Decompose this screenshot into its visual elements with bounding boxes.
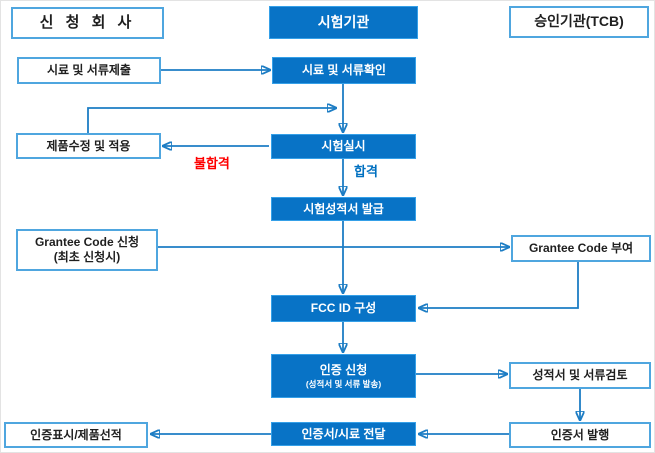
node-run-test-label: 시험실시 [321, 139, 366, 153]
node-cert-apply: 인증 신청 (성적서 및 서류 발송) [271, 354, 416, 398]
node-report-doc-review: 성적서 및 서류검토 [509, 362, 651, 389]
node-cert-sample-delivery-label: 인증서/시료 전달 [301, 426, 386, 441]
node-grantee-code-grant: Grantee Code 부여 [511, 235, 651, 262]
header-applicant-company-label: 신 청 회 사 [39, 13, 136, 31]
edge-modify-rejoin-flow [87, 108, 337, 133]
header-test-lab: 시험기관 [269, 6, 418, 39]
header-test-lab-label: 시험기관 [317, 13, 370, 30]
node-cert-apply-line2: (성적서 및 서류 발송) [305, 378, 382, 389]
node-cert-sample-delivery: 인증서/시료 전달 [271, 422, 416, 446]
edge-grantee-grant-to-fccid [418, 262, 579, 308]
node-cert-apply-line1: 인증 신청 [319, 362, 368, 377]
node-cert-mark-shipping-label: 인증표시/제품선적 [30, 427, 122, 442]
label-pass: 합격 [354, 164, 378, 179]
node-confirm-sample-docs-label: 시료 및 서류확인 [302, 63, 386, 77]
node-confirm-sample-docs: 시료 및 서류확인 [272, 57, 416, 84]
label-fail: 불합격 [194, 156, 230, 171]
node-modify-product: 제품수정 및 적용 [16, 133, 161, 159]
node-fcc-id-compose: FCC ID 구성 [271, 295, 416, 322]
node-grantee-code-request-line2: (최초 신청시) [53, 250, 121, 264]
node-submit-sample-docs: 시료 및 서류제출 [17, 57, 161, 84]
node-fcc-id-compose-label: FCC ID 구성 [310, 301, 377, 315]
node-issue-test-report: 시험성적서 발급 [271, 197, 416, 221]
node-cert-issue-label: 인증서 발행 [550, 427, 610, 442]
header-applicant-company: 신 청 회 사 [11, 7, 164, 39]
node-submit-sample-docs-label: 시료 및 서류제출 [47, 63, 131, 77]
node-cert-issue: 인증서 발행 [509, 422, 651, 448]
node-modify-product-label: 제품수정 및 적용 [46, 138, 131, 153]
node-issue-test-report-label: 시험성적서 발급 [303, 201, 384, 216]
node-grantee-code-request: Grantee Code 신청 (최초 신청시) [16, 229, 158, 271]
header-approval-body-tcb: 승인기관(TCB) [509, 6, 649, 38]
header-approval-body-tcb-label: 승인기관(TCB) [534, 13, 624, 30]
node-grantee-code-request-line1: Grantee Code 신청 [34, 235, 140, 249]
node-report-doc-review-label: 성적서 및 서류검토 [532, 368, 628, 382]
node-cert-mark-shipping: 인증표시/제품선적 [4, 422, 148, 448]
node-run-test: 시험실시 [271, 134, 416, 159]
node-grantee-code-grant-label: Grantee Code 부여 [528, 241, 634, 255]
